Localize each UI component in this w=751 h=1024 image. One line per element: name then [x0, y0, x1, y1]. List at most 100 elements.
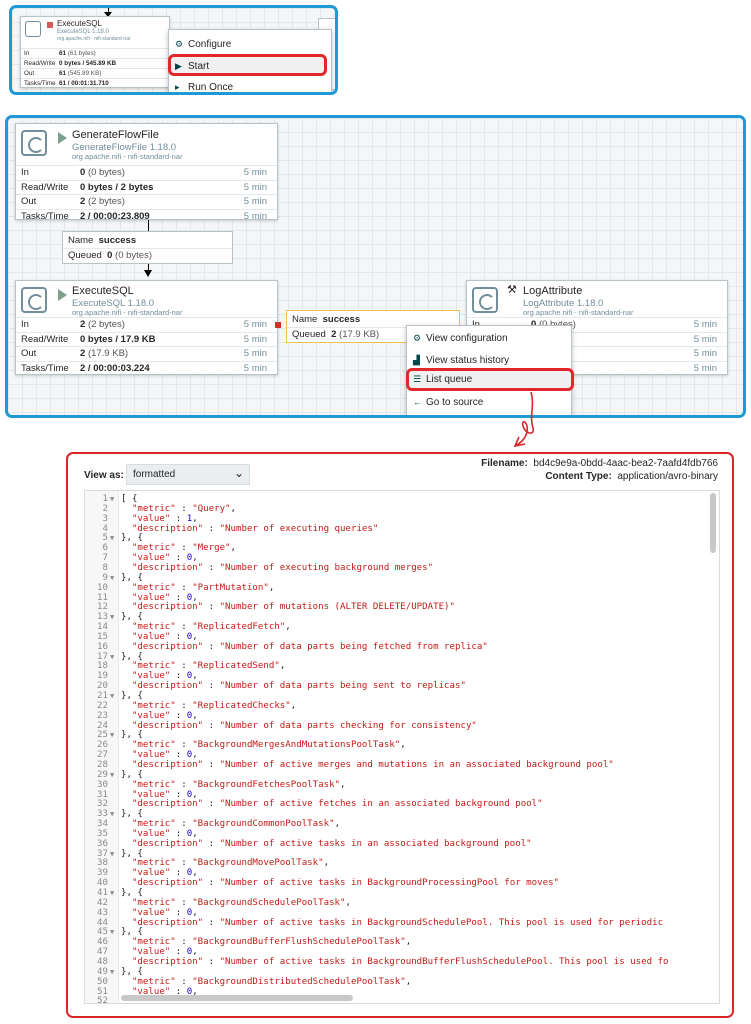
line-number: 7 — [102, 553, 108, 564]
code-line: "value" : 0, — [131, 750, 198, 761]
stat-sub: (545.89 KB) — [67, 70, 102, 77]
code-line: "value" : 0, — [131, 553, 198, 564]
stat-value: 0 bytes / 2 bytes — [80, 181, 154, 193]
stat-time: 5 min — [243, 210, 267, 222]
processor-bundle: org.apache.nifi - nifi-standard-nar — [523, 308, 634, 317]
menu-item-list-queue[interactable]: ☰List queue — [407, 373, 571, 391]
code-line: "value" : 0, — [131, 671, 198, 682]
processor-name: LogAttribute — [523, 285, 583, 297]
line-number: 18 — [97, 661, 108, 672]
processor-generateflowfile[interactable]: GenerateFlowFile GenerateFlowFile 1.18.0… — [15, 123, 278, 222]
fold-toggle-icon[interactable]: ▼ — [110, 573, 115, 582]
top-context-menu: ⚙Configure ▶Start ▸Run Once — [168, 29, 332, 92]
code-line: "description" : "Number of data parts be… — [131, 681, 466, 692]
processor-name: ExecuteSQL — [57, 19, 102, 28]
code-line: "description" : "Number of active tasks … — [131, 917, 664, 928]
processor-executesql[interactable]: ExecuteSQL ExecuteSQL 1.18.0 org.apache.… — [15, 280, 278, 375]
stat-label: Tasks/Time — [21, 362, 69, 374]
code-line: "metric" : "BackgroundMovePoolTask", — [131, 858, 330, 869]
stat-label: Out — [21, 348, 37, 359]
content-type-label: Content Type: — [545, 471, 612, 482]
line-number: 12 — [97, 602, 108, 613]
stat-time: 5 min — [243, 362, 267, 374]
view-as-select[interactable]: formatted ⌄ — [126, 464, 250, 485]
connection-label-success-1[interactable]: Name success Queued 0 (0 bytes) — [62, 231, 233, 264]
code-line: "metric" : "Merge", — [131, 543, 237, 554]
gear-icon: ⚙ — [413, 333, 422, 343]
code-line: "metric" : "Query", — [131, 503, 237, 514]
line-number: 13 — [97, 612, 108, 623]
code-line: }, { — [121, 730, 143, 741]
menu-item-configure[interactable]: ⚙Configure — [169, 38, 331, 56]
fold-toggle-icon[interactable]: ▼ — [110, 534, 115, 543]
view-as-label: View as: — [84, 470, 124, 481]
code-line: "description" : "Number of data parts ch… — [131, 720, 477, 731]
code-line: "metric" : "PartMutation", — [131, 582, 275, 593]
menu-item-view-status-history[interactable]: ▟View status history — [407, 354, 571, 372]
line-number: 30 — [97, 779, 108, 790]
output-port-marker — [275, 322, 281, 328]
stat-time: 5 min — [243, 348, 267, 359]
stat-value-group: 0 bytes / 17.9 KB — [80, 334, 156, 345]
processor-name: GenerateFlowFile — [72, 129, 159, 141]
menu-item-view-configuration[interactable]: ⚙View configuration — [407, 332, 571, 350]
play-icon: ▶ — [175, 61, 182, 71]
code-line: [ { — [121, 494, 138, 504]
menu-item-label: Configure — [188, 39, 232, 50]
line-number: 35 — [97, 828, 108, 839]
line-number: 50 — [97, 976, 108, 987]
fold-toggle-icon[interactable]: ▼ — [110, 495, 115, 503]
stat-sub: (17.9 KB) — [87, 348, 129, 359]
processor-bundle: org.apache.nifi - nifi-standard-nar — [57, 36, 131, 42]
stat-value: 2 — [80, 196, 86, 207]
processor-executesql-top[interactable]: ExecuteSQL ExecuteSQL 1.18.0 org.apache.… — [20, 16, 170, 88]
line-number: 43 — [97, 907, 108, 918]
incoming-arrow-icon — [104, 12, 112, 17]
horizontal-scrollbar[interactable] — [121, 995, 353, 1001]
line-number: 17 — [97, 651, 108, 662]
stat-value-group: 2 / 00:00:03.224 — [80, 363, 150, 374]
fold-toggle-icon[interactable]: ▼ — [110, 613, 115, 622]
line-number: 49 — [97, 966, 108, 977]
fold-toggle-icon[interactable]: ▼ — [110, 770, 115, 779]
menu-item-run-once[interactable]: ▸Run Once — [169, 81, 331, 92]
vertical-scrollbar[interactable] — [710, 493, 716, 553]
fold-toggle-icon[interactable]: ▼ — [110, 692, 115, 700]
stat-value: 61 / 00:01:31.710 — [59, 80, 109, 87]
fold-toggle-icon[interactable]: ▼ — [110, 889, 115, 897]
stat-time: 5 min — [243, 167, 267, 178]
fold-toggle-icon[interactable]: ▼ — [110, 652, 115, 661]
line-number: 5 — [102, 533, 108, 544]
content-viewer-panel: Filename: bd4c9e9a-0bdd-4aac-bea2-7aafd4… — [66, 452, 734, 1018]
fold-toggle-icon[interactable]: ▼ — [110, 967, 115, 976]
line-number: 45 — [97, 927, 108, 938]
code-line: }, { — [121, 888, 143, 898]
code-line: "value" : 0, — [131, 710, 198, 721]
line-number: 37 — [97, 848, 108, 859]
line-number: 1 — [102, 494, 108, 504]
code-line: }, { — [121, 769, 143, 780]
code-line: }, { — [121, 612, 143, 623]
line-number: 10 — [97, 582, 108, 593]
fold-toggle-icon[interactable]: ▼ — [110, 928, 115, 937]
code-line: "metric" : "BackgroundBufferFlushSchedul… — [131, 937, 412, 948]
fold-toggle-icon[interactable]: ▼ — [110, 849, 115, 858]
code-line: "value" : 0, — [131, 907, 198, 918]
menu-item-go-to-source[interactable]: ←Go to source — [407, 396, 571, 414]
code-line: }, { — [121, 691, 143, 701]
code-line: "metric" : "BackgroundDistributedSchedul… — [131, 976, 412, 987]
fold-toggle-icon[interactable]: ▼ — [110, 810, 115, 819]
stat-value: 2 / 00:00:03.224 — [80, 362, 150, 374]
code-line: "metric" : "BackgroundSchedulePoolTask", — [131, 897, 351, 908]
stat-value: 2 / 00:00:23.809 — [80, 210, 150, 222]
code-line: "description" : "Number of active merges… — [131, 759, 614, 770]
code-line: "metric" : "ReplicatedChecks", — [131, 700, 297, 711]
fold-toggle-icon[interactable]: ▼ — [110, 731, 115, 740]
menu-item-start[interactable]: ▶Start — [169, 60, 331, 78]
stat-value-group: 0 bytes / 545.89 KB — [59, 60, 116, 67]
conn-name-label: Name — [292, 314, 318, 325]
code-editor[interactable]: 1▼[ {2 "metric" : "Query",3 "value" : 1,… — [84, 490, 720, 1004]
